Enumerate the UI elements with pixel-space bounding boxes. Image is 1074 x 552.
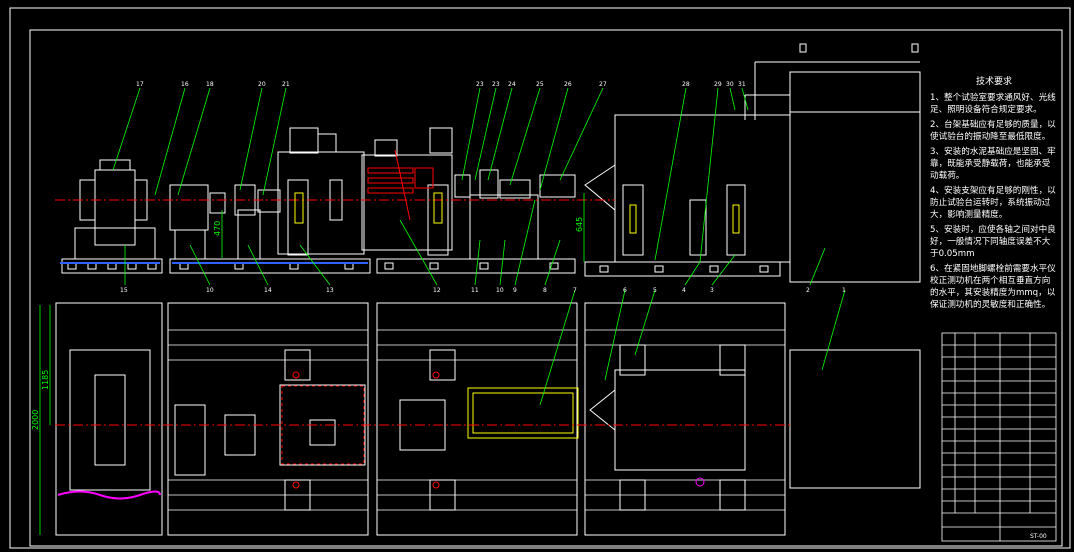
base-feet xyxy=(67,262,769,273)
part-label: 21 xyxy=(282,81,290,88)
part-label: 10 xyxy=(496,287,504,294)
plan-view xyxy=(55,302,921,536)
dimension-height-a: 470 xyxy=(213,221,222,236)
motor xyxy=(94,169,136,246)
part-label: 3 xyxy=(710,287,714,294)
part-label: 4 xyxy=(682,287,686,294)
requirement-item: 2、台架基础应有足够的质量，以使试验台的振动降至最低限度。 xyxy=(930,120,1056,142)
part-label: 12 xyxy=(433,287,441,294)
plan-details xyxy=(55,371,790,500)
cooling-tank xyxy=(789,71,921,283)
gearbox xyxy=(169,184,209,231)
part-label: 5 xyxy=(653,287,657,294)
base-plate-4 xyxy=(584,261,781,277)
part-label: 27 xyxy=(599,81,607,88)
leader-lines-top xyxy=(112,87,826,286)
part-label: 17 xyxy=(136,81,144,88)
plan-panel-4 xyxy=(584,302,786,536)
part-label: 25 xyxy=(536,81,544,88)
dimension-lines-top xyxy=(221,193,585,262)
part-label: 24 xyxy=(508,81,516,88)
base-plate-2 xyxy=(169,258,371,274)
plan-panel-3 xyxy=(376,302,578,536)
leader-lines-bottom xyxy=(39,289,846,535)
gear-housing xyxy=(277,151,365,255)
housing-details xyxy=(60,149,740,264)
technical-requirements-title: 技术要求 xyxy=(975,77,1012,87)
part-label: 8 xyxy=(543,287,547,294)
part-label: 26 xyxy=(564,81,572,88)
dimension-width-a: 1185 xyxy=(41,370,50,390)
elevation-view xyxy=(61,43,921,283)
part-labels-top: 17 16 18 20 21 23 23 24 25 26 27 28 29 3… xyxy=(136,81,746,88)
requirement-item: 5、安装时，应使各轴之间对中良好，一般情况下同轴度误差不大于0.05mm xyxy=(930,225,1056,259)
part-label: 2 xyxy=(806,287,810,294)
part-label: 6 xyxy=(623,287,627,294)
requirement-item: 6、在紧固地脚螺栓前需要水平仪校正测功机在两个相互垂直方向的水平，其安装精度为m… xyxy=(930,264,1056,310)
requirement-item: 1、整个试验室要求通风好、光线足、照明设备符合规定要求。 xyxy=(930,93,1056,115)
dimension-height-b: 645 xyxy=(575,217,584,232)
part-label: 31 xyxy=(738,81,746,88)
part-label: 30 xyxy=(726,81,734,88)
part-label: 28 xyxy=(682,81,690,88)
part-label: 14 xyxy=(264,287,272,294)
part-label: 7 xyxy=(573,287,577,294)
dimension-width-b: 2000 xyxy=(31,410,40,430)
dyno-cone xyxy=(584,164,616,212)
part-label: 20 xyxy=(258,81,266,88)
plan-tank xyxy=(789,349,921,489)
part-label: 16 xyxy=(181,81,189,88)
base-plate-3 xyxy=(376,258,576,274)
plan-panel-1 xyxy=(55,302,163,536)
requirement-item: 3、安装的水泥基础应是坚固、牢靠，既能承受静载荷，也能承受动载荷。 xyxy=(930,147,1056,181)
part-label: 29 xyxy=(714,81,722,88)
part-label: 18 xyxy=(206,81,214,88)
part-label: 13 xyxy=(326,287,334,294)
title-block xyxy=(941,332,1057,542)
part-label: 15 xyxy=(120,287,128,294)
plan-panel-2 xyxy=(167,302,369,536)
base-plate-1 xyxy=(61,258,163,274)
part-labels-bottom: 15 10 14 13 12 11 10 9 8 7 6 5 4 3 2 1 xyxy=(120,287,846,294)
part-label: 9 xyxy=(513,287,517,294)
drawing-number: ST-00 xyxy=(1030,533,1047,540)
part-label: 1 xyxy=(842,287,846,294)
drawing-frame xyxy=(29,29,1063,547)
requirement-item: 4、安装支架应有足够的刚性，以防止试验台运转时，系统振动过大，影响测量精度。 xyxy=(930,186,1056,220)
sheet-border xyxy=(9,7,1071,549)
part-label: 23 xyxy=(476,81,484,88)
part-label: 10 xyxy=(206,287,214,294)
part-label: 23 xyxy=(492,81,500,88)
technical-requirements: 技术要求 1、整个试验室要求通风好、光线足、照明设备符合规定要求。 2、台架基础… xyxy=(930,76,1058,314)
part-label: 11 xyxy=(471,287,479,294)
